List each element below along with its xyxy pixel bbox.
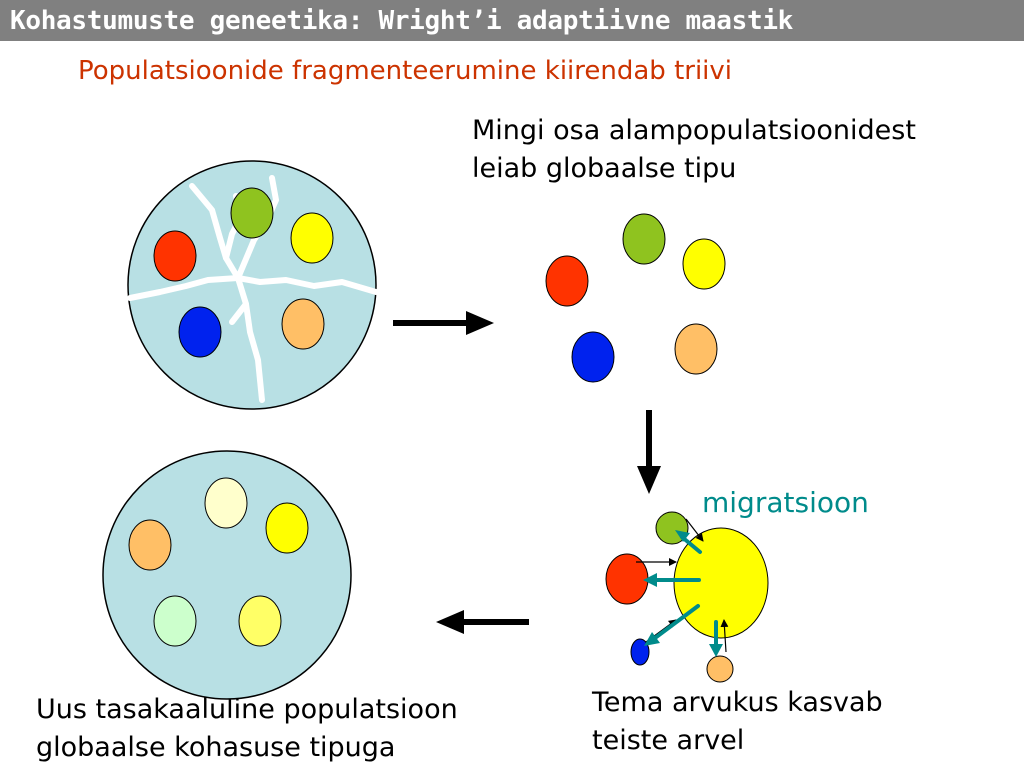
new-subpop-light-green <box>153 595 197 647</box>
big-yellow-subpop <box>673 527 769 639</box>
new-subpop-light-yellow <box>204 477 248 529</box>
new-population <box>102 450 352 700</box>
migration-label: migratsioon <box>702 486 869 519</box>
separate-orange <box>674 323 718 375</box>
migration-arrowhead-red <box>643 573 657 587</box>
note-top-line1: Mingi osa alampopulatsioonidest <box>472 115 916 146</box>
arrow-left <box>436 610 529 634</box>
subpop-green <box>230 187 274 239</box>
note-bottom-left-line1: Uus tasakaaluline populatsioon <box>36 694 458 725</box>
note-bottom-left: Uus tasakaaluline populatsioon globaalse… <box>36 691 458 767</box>
migration-arrows <box>643 530 723 657</box>
subpop-orange <box>281 298 325 350</box>
new-subpop-pale-yellow <box>238 595 282 647</box>
note-bottom-right-line1: Tema arvukus kasvab <box>592 687 883 718</box>
separated-subpopulations <box>545 213 726 383</box>
migration-arrowhead-blue <box>644 632 660 646</box>
new-subpop-orange <box>128 519 172 571</box>
title-bar: Kohastumuste geneetika: Wright’i adaptii… <box>0 0 1024 41</box>
migration-arrow-to-green <box>680 535 702 554</box>
arrow-down <box>637 410 661 494</box>
note-top-line2: leiab globaalse tipu <box>472 153 737 184</box>
slide-subtitle: Populatsioonide fragmenteerumine kiirend… <box>78 56 733 86</box>
migration-arrowhead-orange <box>709 644 723 657</box>
separate-blue <box>571 331 615 383</box>
arrow-right <box>393 311 494 335</box>
slide-title: Kohastumuste geneetika: Wright’i adaptii… <box>10 6 794 36</box>
subpop-red <box>153 230 197 282</box>
note-top: Mingi osa alampopulatsioonidest leiab gl… <box>472 112 916 188</box>
small-orange-subpop <box>706 655 734 683</box>
new-subpop-yellow <box>265 502 309 554</box>
note-bottom-right: Tema arvukus kasvab teiste arvel <box>592 684 883 760</box>
subpop-blue <box>178 306 222 358</box>
migration-arrowhead-green <box>675 530 690 542</box>
note-bottom-right-line2: teiste arvel <box>592 725 745 756</box>
subpop-yellow <box>290 212 334 264</box>
migration-arrow-to-blue <box>653 604 700 640</box>
note-bottom-left-line2: globaalse kohasuse tipuga <box>36 732 396 763</box>
separate-red <box>545 255 589 307</box>
fragmented-population <box>127 160 379 410</box>
migration-stage <box>605 511 769 683</box>
separate-yellow <box>682 238 726 290</box>
separate-green <box>622 213 666 265</box>
